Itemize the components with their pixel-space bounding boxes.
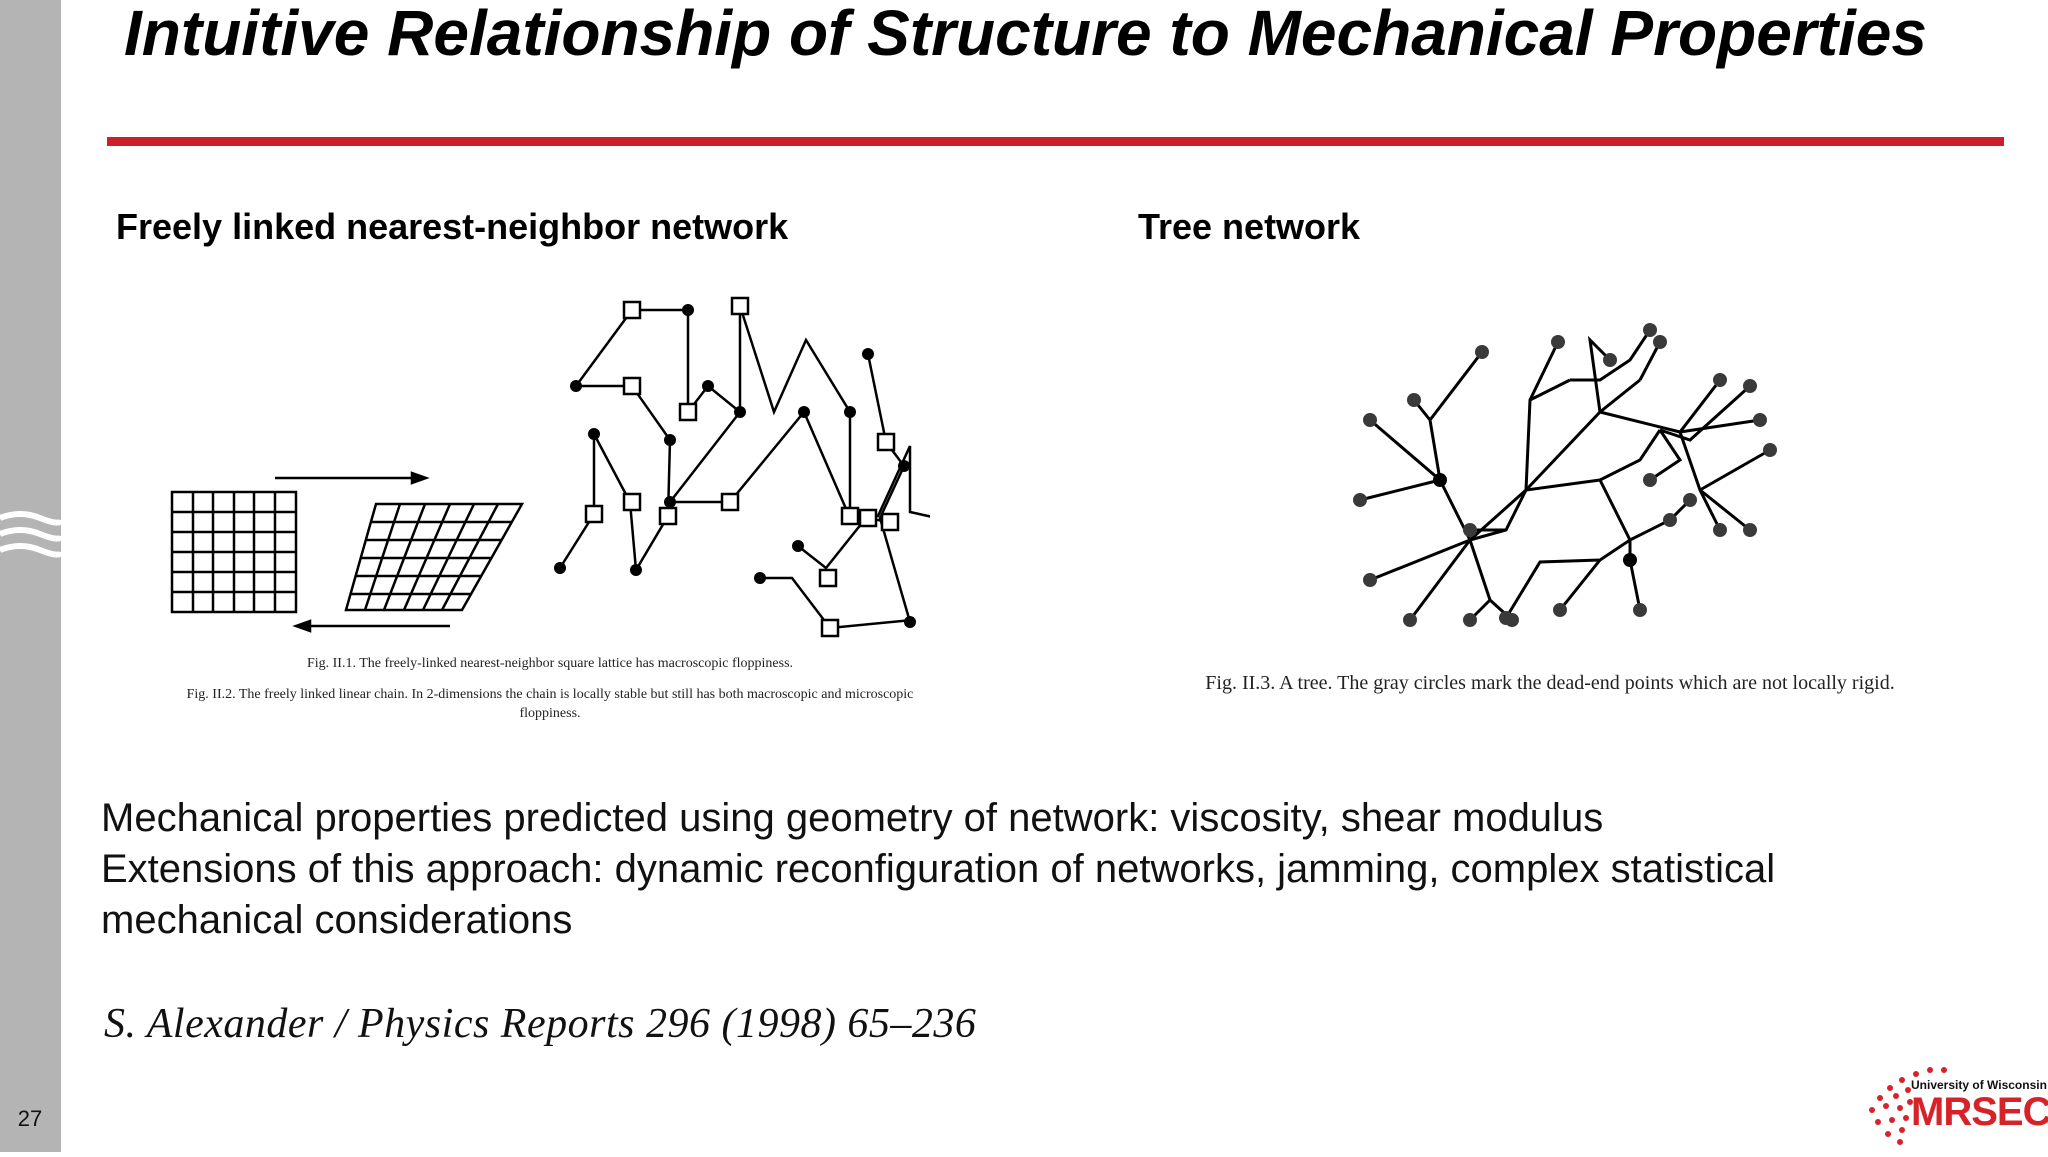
shear-arrows xyxy=(275,471,450,633)
title-underline xyxy=(107,137,2004,146)
right-figure-heading: Tree network xyxy=(1138,206,1361,247)
left-sidebar: 27 xyxy=(0,0,61,1152)
slide-title: Intuitive Relationship of Structure to M… xyxy=(124,0,1927,69)
logo-university-text: University of Wisconsin xyxy=(1911,1078,2047,1092)
chain-squares xyxy=(584,296,860,526)
body-line-1: Mechanical properties predicted using ge… xyxy=(101,796,1604,840)
sheared-lattice xyxy=(344,502,525,612)
logo-mrsec-text: MRSEC xyxy=(1911,1090,2048,1134)
slide-number: 27 xyxy=(17,1106,43,1131)
mrsec-logo: University of Wisconsin MRSEC xyxy=(1862,1040,2048,1152)
left-figure-heading: Freely linked nearest-neighbor network xyxy=(116,206,789,247)
figure-caption-lattice: Fig. II.1. The freely-linked nearest-nei… xyxy=(306,656,794,671)
wave-decoration-icon xyxy=(0,511,61,558)
body-line-2: Extensions of this approach: dynamic rec… xyxy=(101,847,1776,942)
linear-chain-extension xyxy=(754,348,916,638)
figure-caption-chain: Fig. II.2. The freely linked linear chai… xyxy=(186,687,914,721)
citation: S. Alexander / Physics Reports 296 (1998… xyxy=(104,1001,977,1047)
chain-nodes xyxy=(554,304,856,576)
tree-network-figure xyxy=(1353,323,1777,627)
logo-dots-icon xyxy=(1869,1067,1947,1145)
floppy-lattice-figure xyxy=(170,296,930,633)
figure-caption-tree: Fig. II.3. A tree. The gray circles mark… xyxy=(1205,672,1895,694)
body-text: Mechanical properties predicted using ge… xyxy=(101,793,1981,946)
square-lattice xyxy=(170,490,298,614)
